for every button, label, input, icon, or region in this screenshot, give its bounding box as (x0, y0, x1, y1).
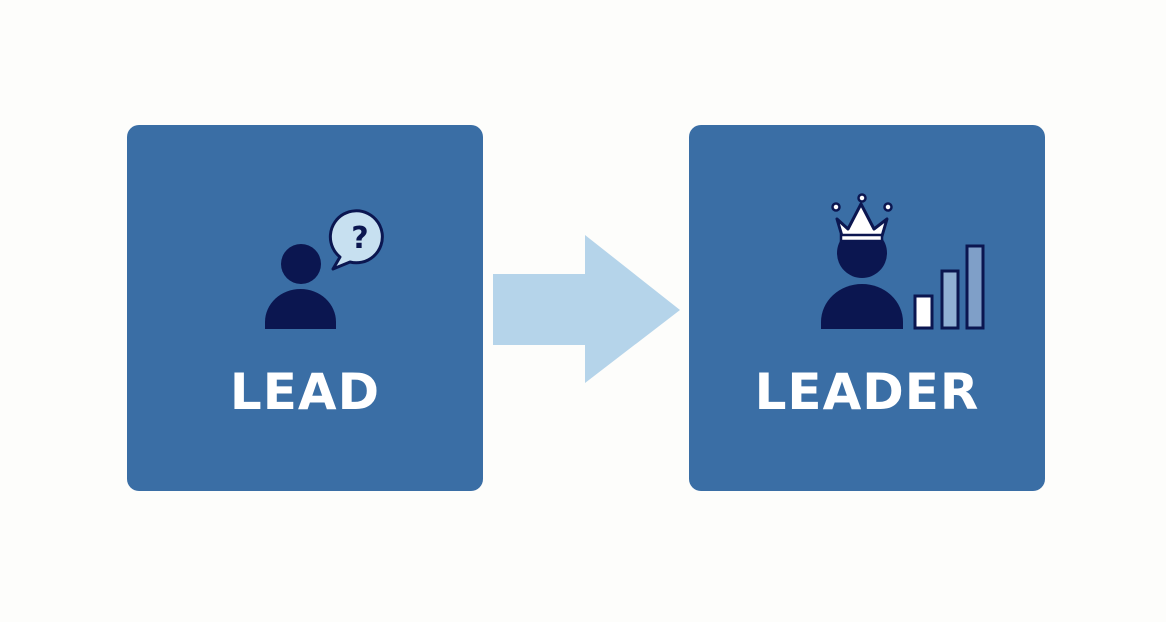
person-crown-icon (821, 193, 903, 329)
crown-icon (831, 193, 893, 243)
speech-bubble-icon: ? (328, 209, 384, 271)
lead-panel: LEAD (127, 125, 483, 491)
right-arrow-icon (493, 235, 680, 383)
person-question-icon: ? (265, 209, 384, 329)
lead-label: LEAD (229, 363, 381, 421)
growth-bars-icon (913, 244, 985, 330)
leader-panel: LEADER (689, 125, 1045, 491)
question-mark: ? (351, 221, 368, 256)
leader-label: LEADER (754, 363, 980, 421)
